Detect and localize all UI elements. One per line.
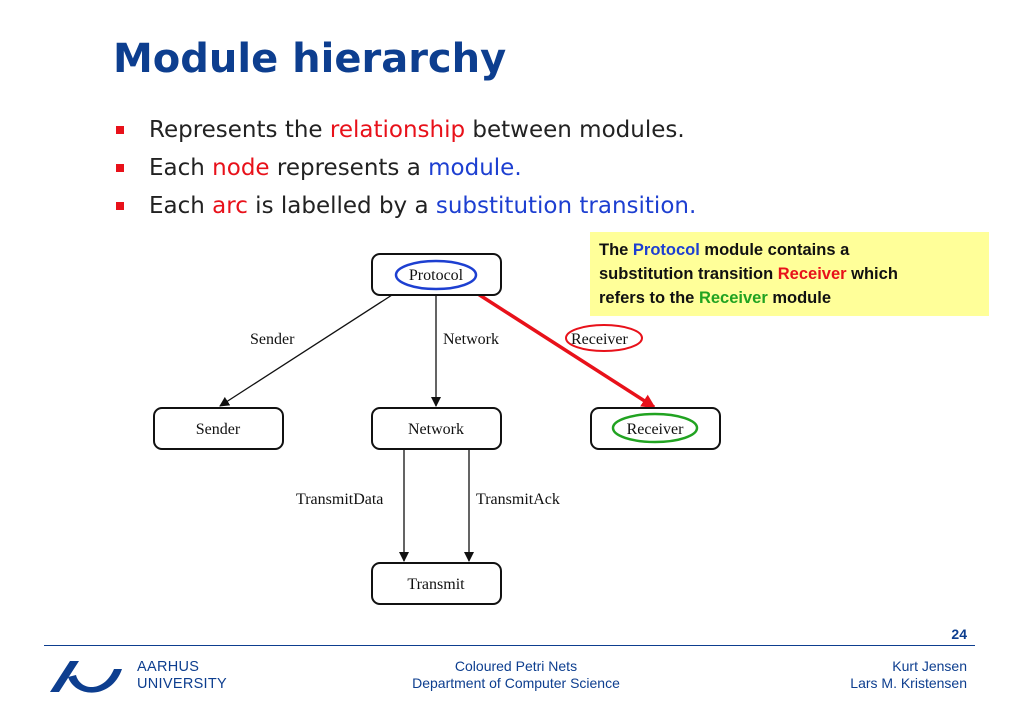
arc-label-receiver: Receiver <box>571 331 629 348</box>
node-label-transmit: Transmit <box>407 576 465 593</box>
bullet-text: Each <box>149 193 213 219</box>
callout-receiver-transition: Receiver <box>777 265 847 283</box>
bullet-text: is labelled by a <box>247 193 436 219</box>
callout-text: The <box>599 241 633 259</box>
footer-author: Lars M. Kristensen <box>850 675 967 691</box>
footer-authors: Kurt Jensen Lars M. Kristensen <box>850 658 967 692</box>
callout-receiver-module: Receiver <box>698 289 768 307</box>
node-label-network: Network <box>408 421 464 438</box>
receiver-arc-label-highlight <box>565 324 643 352</box>
bullet-item: Each node represents a module. <box>113 151 696 189</box>
bullet-text: Each <box>149 155 213 181</box>
bullet-blue-text: module. <box>428 155 522 181</box>
bullet-item: Each arc is labelled by a substitution t… <box>113 189 696 227</box>
university-line: UNIVERSITY <box>137 676 228 692</box>
node-transmit <box>371 562 502 605</box>
page-number: 24 <box>951 626 967 642</box>
arc-label-sender: Sender <box>250 331 295 348</box>
university-line: AARHUS <box>137 659 200 675</box>
slide-title: Module hierarchy <box>113 36 507 82</box>
university-name: AARHUS UNIVERSITY <box>137 659 227 693</box>
protocol-node-highlight <box>394 259 478 291</box>
bullet-text: represents a <box>269 155 429 181</box>
bullet-highlight: relationship <box>329 117 466 143</box>
bullet-text: Represents the <box>149 117 330 143</box>
node-sender <box>153 407 284 450</box>
node-label-receiver: Receiver <box>627 421 685 438</box>
callout-box: The Protocol module contains a substitut… <box>590 232 989 316</box>
footer-author: Kurt Jensen <box>892 658 967 674</box>
footer-center: Coloured Petri Nets Department of Comput… <box>381 658 651 692</box>
aarhus-university-logo-icon <box>50 661 122 693</box>
node-label-protocol: Protocol <box>409 267 464 284</box>
bullet-square-icon <box>116 126 124 134</box>
arc-label-transmit-data: TransmitData <box>296 491 383 508</box>
bullet-item: Represents the relationship between modu… <box>113 113 696 151</box>
arc-receiver <box>477 292 656 409</box>
callout-protocol: Protocol <box>632 241 700 259</box>
bullet-blue-text: substitution transition. <box>435 193 697 219</box>
bullet-square-icon <box>116 202 124 210</box>
footer-divider <box>44 645 975 646</box>
node-label-sender: Sender <box>196 421 241 438</box>
bullet-highlight: arc <box>212 193 248 219</box>
bullet-square-icon <box>116 164 124 172</box>
arc-label-transmit-ack: TransmitAck <box>476 491 560 508</box>
bullet-list: Represents the relationship between modu… <box>113 113 696 227</box>
callout-text: which <box>846 265 898 283</box>
footer-department: Department of Computer Science <box>412 675 620 691</box>
node-network <box>371 407 502 450</box>
bullet-highlight: node <box>212 155 270 181</box>
callout-text: module contains a <box>699 241 850 259</box>
arc-label-network: Network <box>443 331 499 348</box>
callout-text: refers to the <box>599 289 699 307</box>
footer-course: Coloured Petri Nets <box>454 658 578 674</box>
callout-text: module <box>767 289 832 307</box>
arc-sender <box>219 294 393 407</box>
bullet-text: between modules. <box>465 117 685 143</box>
receiver-node-highlight <box>611 412 699 444</box>
callout-text: substitution transition <box>599 265 778 283</box>
